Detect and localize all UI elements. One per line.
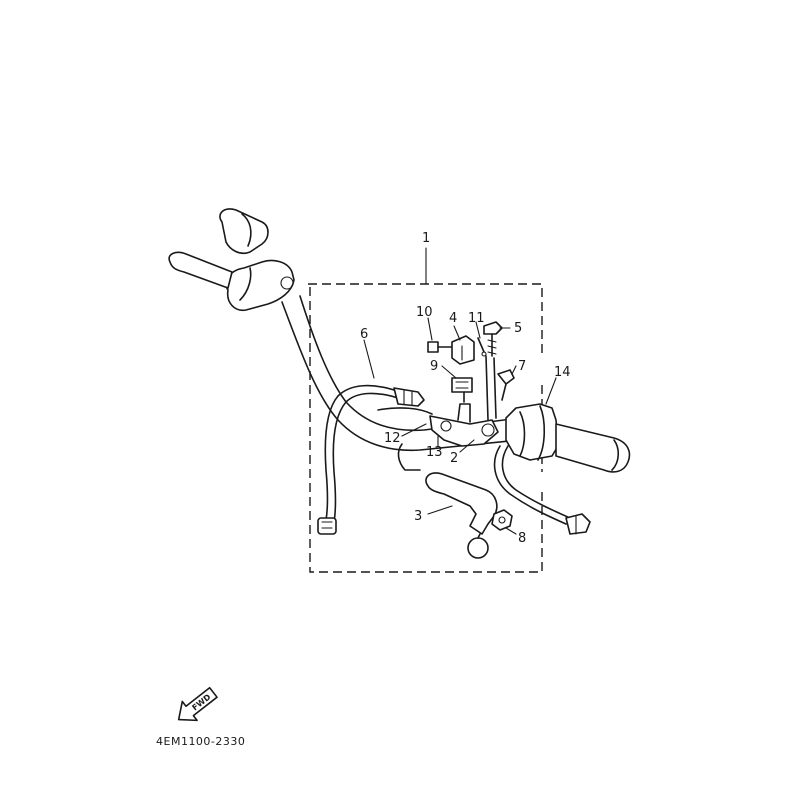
left-handlebar-grip	[219, 208, 269, 255]
callout-3: 3	[414, 509, 422, 524]
forward-direction-arrow: FWD	[177, 686, 218, 722]
callout-13: 13	[426, 445, 443, 460]
right-grip-housing	[505, 403, 559, 461]
callout-10: 10	[416, 305, 433, 320]
lever-bracket	[429, 403, 499, 447]
callout-8: 8	[518, 531, 526, 546]
callout-7: 7	[518, 359, 526, 374]
drawing-code: 4EM1100-2330	[156, 735, 245, 748]
bolt-5	[483, 321, 503, 357]
screw-10	[427, 341, 453, 353]
switch-wire-11	[485, 355, 497, 421]
callout-4: 4	[449, 311, 457, 326]
nut-8	[491, 509, 513, 531]
throttle-cable-out	[493, 445, 591, 535]
switch-wire-lead	[317, 384, 425, 535]
pin-11	[477, 337, 487, 357]
left-lever	[168, 251, 233, 289]
callout-1: 1	[422, 231, 430, 246]
bracket-9	[451, 377, 473, 403]
callout-2: 2	[450, 451, 458, 466]
callout-5: 5	[514, 321, 522, 336]
callout-6: 6	[360, 327, 368, 342]
brake-lever	[425, 472, 498, 559]
switch-block-4	[451, 335, 475, 365]
callout-9: 9	[430, 359, 438, 374]
throttle-cable	[377, 407, 433, 415]
right-grip	[555, 423, 631, 473]
callout-12: 12	[384, 431, 401, 446]
screw-7	[497, 369, 515, 401]
callout-11: 11	[468, 311, 485, 326]
left-lever-perch	[225, 259, 295, 312]
callout-14: 14	[554, 365, 571, 380]
leader-lines	[363, 247, 557, 535]
